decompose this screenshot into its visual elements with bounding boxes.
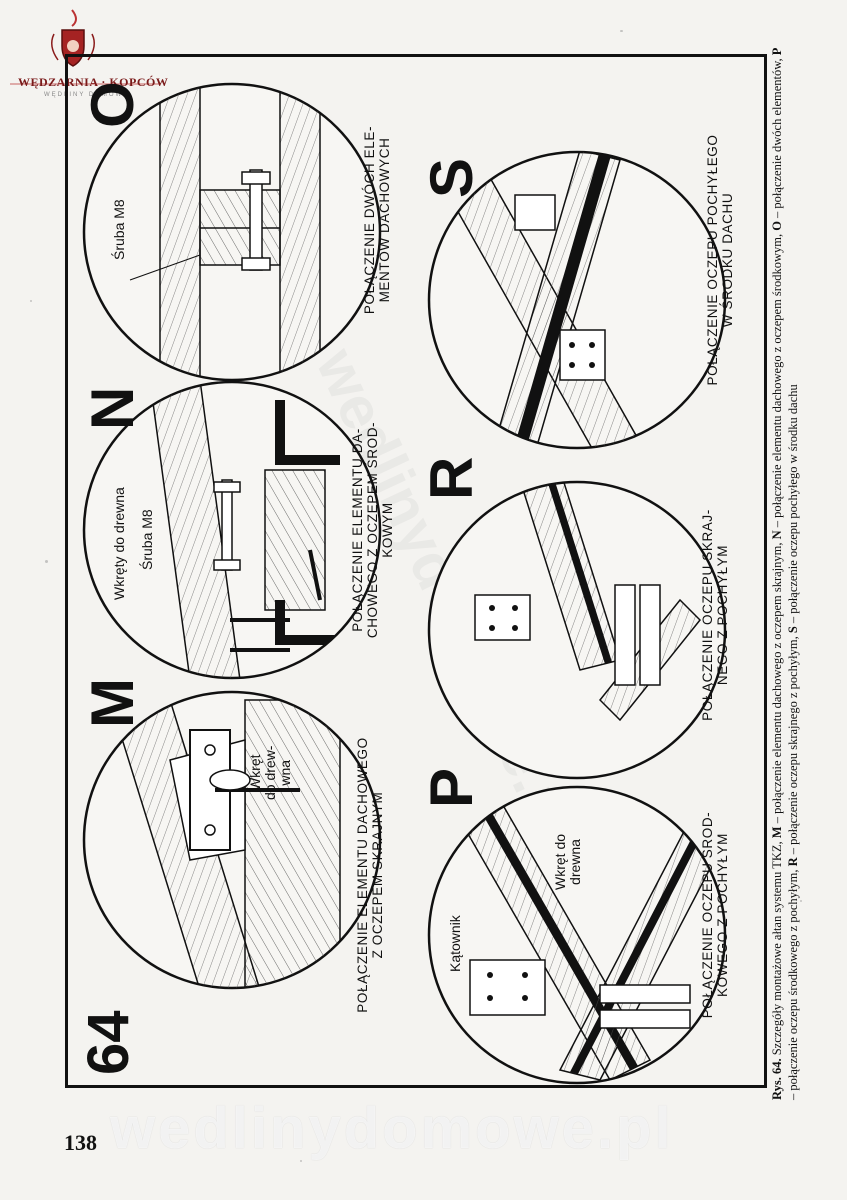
caption-key-M: M — [770, 826, 784, 839]
scan-speck — [620, 30, 623, 32]
caption-S-line1: POŁĄCZENIE OCZEPU POCHYŁEGO — [705, 134, 720, 386]
figure-frame — [65, 54, 767, 1088]
scan-speck — [30, 300, 32, 302]
caption-S-line2: W ŚRODKU DACHU — [720, 192, 735, 328]
label-P-screw-line1: Wkręt do — [552, 833, 568, 890]
label-P-screw: Wkręt do drewna — [552, 833, 583, 890]
caption-key-P: P — [770, 47, 784, 56]
detail-M-drawing — [82, 690, 382, 990]
caption-P-line1: POŁĄCZENIE OCZEPU ŚROD- — [700, 811, 715, 1019]
scan-speck — [800, 900, 802, 902]
detail-letter-R: R — [418, 456, 485, 500]
detail-letter-M: M — [79, 678, 146, 728]
caption-key-R: R — [785, 857, 800, 867]
label-P-angle: Kątownik — [447, 915, 463, 972]
label-M-screw-line1: Wkręt — [247, 754, 263, 792]
caption-key-N: N — [770, 530, 784, 540]
label-M-screw-line2: do drew- — [262, 745, 278, 800]
figure-number: 64 — [76, 1010, 141, 1075]
caption-N-line2: CHOWEGO Z OCZEPEM ŚROD- — [365, 421, 380, 639]
caption-text5: – połączenie oczepu środkowego z pochyły… — [785, 866, 800, 1100]
detail-letter-P: P — [418, 767, 485, 808]
caption-N-line1: POŁĄCZENIE ELEMENTU DA- — [350, 428, 365, 632]
logo-title: WĘDZARNIA · KOPCÓW — [18, 75, 169, 89]
detail-letter-O: O — [79, 81, 146, 128]
caption-text3: – połączenie elementu dachowego z oczepe… — [770, 230, 784, 531]
caption-text2: – połączenie elementu dachowego z oczepe… — [770, 539, 784, 827]
page-number: 138 — [64, 1130, 97, 1155]
label-M-screw-line3: wna — [277, 759, 293, 786]
caption-O: POŁĄCZENIE DWÓCH ELE- MENTÓW DACHOWYCH — [362, 70, 392, 370]
caption-text6: – połączenie oczepu skrajnego z pochyłym… — [785, 633, 800, 858]
caption-text4: – połączenie dwóch elementów, — [770, 55, 784, 222]
scan-speck — [45, 560, 48, 563]
logo-subtitle: WĘDLINY DOMOWE — [44, 92, 130, 98]
label-N-screws: Wkręty do drewna — [111, 487, 127, 600]
caption-prefix: Rys. 64. — [770, 1058, 784, 1100]
detail-P-drawing — [427, 785, 727, 1085]
caption-key-O: O — [770, 221, 784, 231]
caption-text7: – połączenie oczepu pochyłego w środku d… — [785, 384, 800, 627]
caption-R: POŁĄCZENIE OCZEPU SKRAJ- NEGO Z POCHYŁYM — [700, 465, 730, 765]
detail-R-drawing — [427, 480, 727, 780]
detail-N-drawing — [82, 380, 382, 680]
caption-O-line2: MENTÓW DACHOWYCH — [377, 137, 392, 303]
label-O-bolt: Śruba M8 — [111, 199, 127, 260]
detail-O-drawing — [82, 82, 382, 382]
figure-caption: Rys. 64. Szczegóły montażowe ałtan syste… — [770, 40, 801, 1100]
caption-O-line1: POŁĄCZENIE DWÓCH ELE- — [362, 125, 377, 315]
detail-S-drawing — [427, 150, 727, 450]
caption-M: POŁĄCZENIE ELEMENTU DACHOWEGO Z OCZEPEM … — [355, 685, 385, 1065]
caption-text1: Szczegóły montażowe ałtan systemu TKZ, — [770, 838, 784, 1059]
caption-N: POŁĄCZENIE ELEMENTU DA- CHOWEGO Z OCZEPE… — [350, 380, 395, 680]
scan-speck — [300, 1160, 302, 1162]
detail-letter-S: S — [418, 157, 485, 198]
label-M-screw: Wkręt do drew- wna — [247, 745, 293, 800]
caption-P: POŁĄCZENIE OCZEPU ŚROD- KOWEGO Z POCHYŁY… — [700, 760, 730, 1070]
bottom-watermark: wedlinydomowe.pl — [110, 1096, 674, 1161]
caption-S: POŁĄCZENIE OCZEPU POCHYŁEGO W ŚRODKU DAC… — [705, 80, 735, 440]
caption-P-line2: KOWEGO Z POCHYŁYM — [715, 833, 730, 997]
caption-R-line1: POŁĄCZENIE OCZEPU SKRAJ- — [700, 509, 715, 721]
caption-M-line1: POŁĄCZENIE ELEMENTU DACHOWEGO — [355, 737, 370, 1013]
label-P-screw-line2: drewna — [567, 839, 583, 885]
caption-R-line2: NEGO Z POCHYŁYM — [715, 544, 730, 686]
caption-N-line3: KOWYM — [380, 502, 395, 558]
label-N-bolt: Śruba M8 — [139, 509, 155, 570]
detail-letter-N: N — [79, 386, 146, 430]
caption-key-S: S — [785, 626, 800, 634]
caption-M-line2: Z OCZEPEM SKRAJNYM — [370, 791, 385, 959]
